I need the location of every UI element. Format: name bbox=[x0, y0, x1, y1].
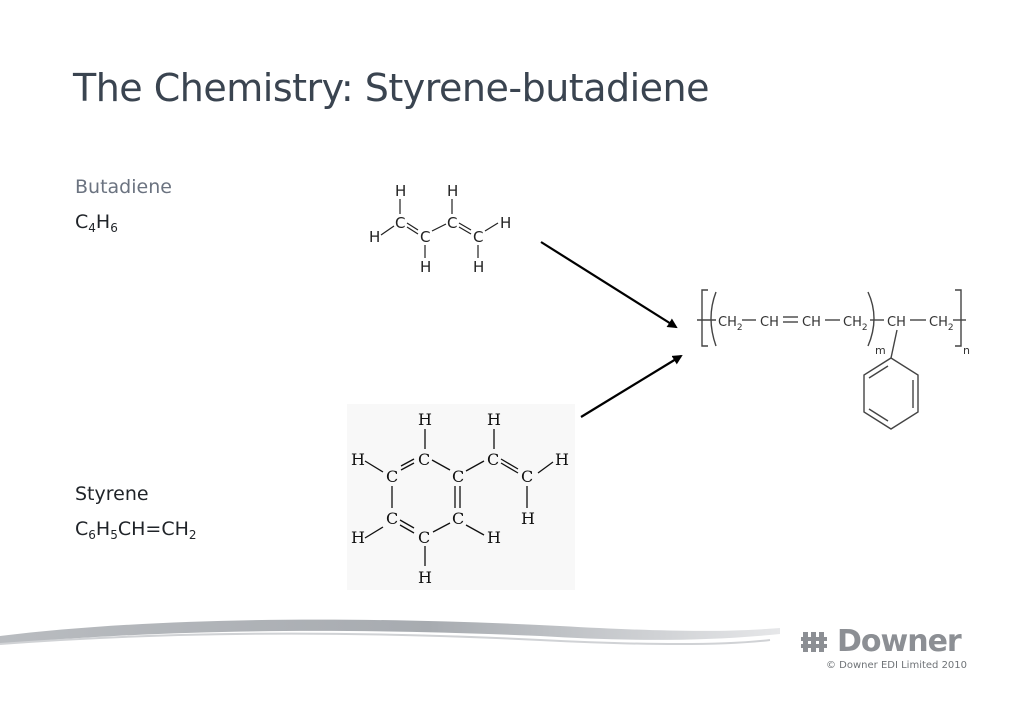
atom-c: C bbox=[452, 467, 464, 486]
butadiene-bonds bbox=[380, 199, 499, 258]
styrene-structure: H H H C C H C C C C C H H C H H bbox=[351, 410, 569, 587]
styrene-structure-background bbox=[347, 404, 575, 590]
atom-h: H bbox=[555, 450, 569, 469]
atom-h: H bbox=[473, 258, 484, 276]
atom-h: H bbox=[351, 528, 365, 547]
atom-c: C bbox=[386, 467, 398, 486]
downer-logo-icon bbox=[801, 631, 827, 652]
atom-c: C bbox=[395, 214, 405, 232]
styrene-label: Styrene bbox=[75, 483, 149, 505]
svg-text:CH2: CH2 bbox=[929, 315, 954, 333]
atom-h: H bbox=[487, 528, 501, 547]
atom-h: H bbox=[487, 410, 501, 429]
svg-text:CH: CH bbox=[887, 315, 906, 330]
atom-h: H bbox=[447, 182, 458, 200]
polymer-structure bbox=[697, 289, 966, 430]
atom-h: H bbox=[418, 568, 432, 587]
butadiene-formula: C4H6 bbox=[75, 211, 118, 235]
svg-text:n: n bbox=[963, 344, 970, 357]
styrene-formula: C6H5CH=CH2 bbox=[75, 518, 197, 542]
atom-c: C bbox=[418, 450, 430, 469]
svg-text:CH: CH bbox=[802, 315, 821, 330]
atom-h: H bbox=[500, 214, 511, 232]
atom-c: C bbox=[473, 228, 483, 246]
logo-text: Downer bbox=[837, 624, 962, 659]
atom-c: C bbox=[386, 509, 398, 528]
atom-h: H bbox=[351, 450, 365, 469]
atom-c: C bbox=[447, 214, 457, 232]
polymer-labels: CH2 CH CH CH2 CH CH2 m n bbox=[718, 315, 970, 357]
atom-h: H bbox=[418, 410, 432, 429]
atom-c: C bbox=[521, 467, 533, 486]
atom-h: H bbox=[420, 258, 431, 276]
footer-swoosh bbox=[0, 619, 780, 644]
svg-text:CH2: CH2 bbox=[843, 315, 868, 333]
butadiene-arrow bbox=[540, 241, 678, 329]
atom-c: C bbox=[487, 450, 499, 469]
butadiene-structure: H H C C H C C H H H bbox=[369, 182, 511, 276]
atom-c: C bbox=[420, 228, 430, 246]
slide-title: The Chemistry: Styrene-butadiene bbox=[73, 66, 710, 110]
svg-text:CH: CH bbox=[760, 315, 779, 330]
copyright-text: © Downer EDI Limited 2010 bbox=[826, 660, 968, 671]
butadiene-label: Butadiene bbox=[75, 176, 172, 198]
styrene-bonds bbox=[364, 429, 554, 566]
atom-h: H bbox=[395, 182, 406, 200]
svg-text:CH2: CH2 bbox=[718, 315, 743, 333]
atom-h: H bbox=[369, 228, 380, 246]
atom-c: C bbox=[452, 509, 464, 528]
atom-h: H bbox=[521, 509, 535, 528]
styrene-arrow bbox=[580, 354, 683, 418]
atom-c: C bbox=[418, 528, 430, 547]
svg-text:m: m bbox=[875, 344, 886, 357]
downer-logo: Downer bbox=[801, 624, 962, 659]
